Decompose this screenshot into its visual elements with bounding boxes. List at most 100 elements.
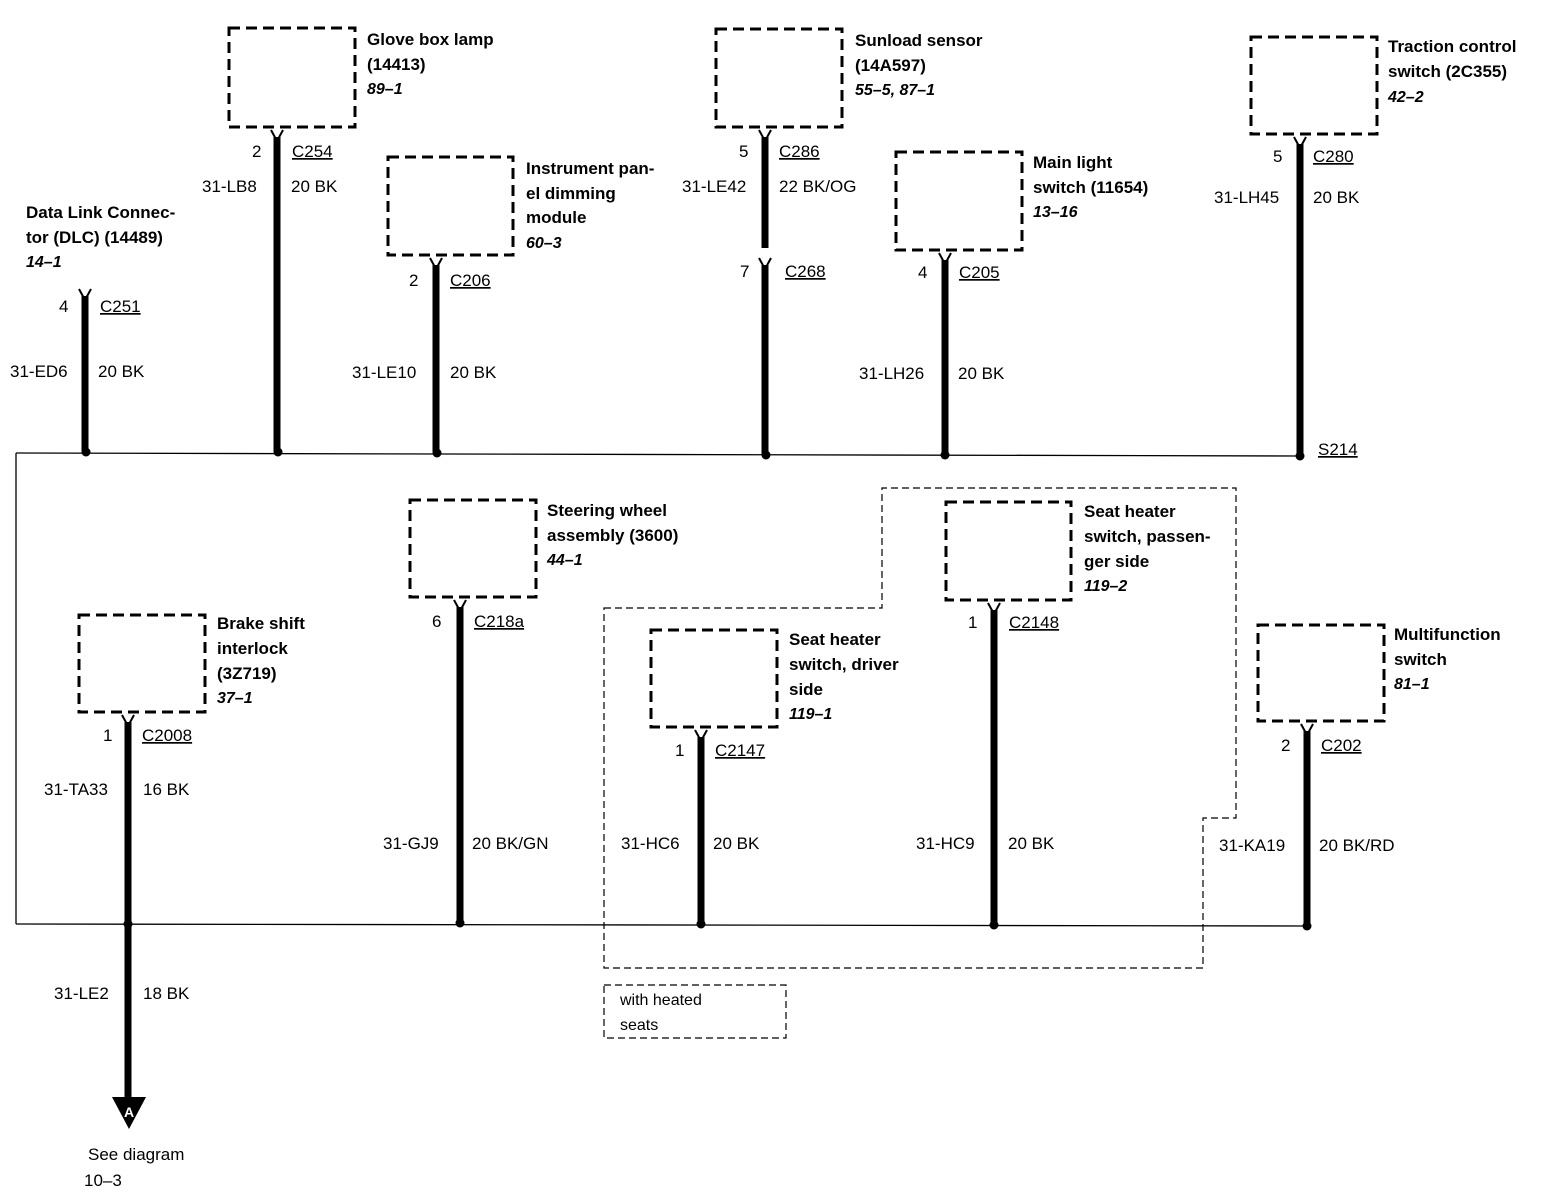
arrow-label: A: [124, 1104, 134, 1120]
component-reference: 119–2: [1084, 578, 1127, 595]
circuit-id: 31-LE10: [352, 363, 416, 382]
circuit-id: 31-LB8: [202, 177, 257, 196]
circuit-id: 31-TA33: [44, 780, 108, 799]
connector-id: C206: [450, 271, 491, 290]
inline-pin-number: 7: [740, 262, 749, 281]
connector-id: C251: [100, 297, 141, 316]
seat-heater-passenger-component: Seat heater switch, passen- ger side 119…: [916, 500, 1211, 930]
component-reference: 119–1: [789, 706, 832, 723]
see-diagram-number: 10–3: [84, 1171, 122, 1190]
component-name: Seat heater: [789, 630, 881, 649]
splice-point: [432, 448, 442, 458]
splice-point: [123, 919, 133, 929]
component-name: Glove box lamp: [367, 30, 494, 49]
component-name: Instrument pan-: [526, 159, 654, 178]
seat-heater-driver-component: Seat heater switch, driver side 119–1 1 …: [621, 628, 899, 929]
wire-spec: 20 BK/GN: [472, 834, 549, 853]
dlc-component: Data Link Connec- tor (DLC) (14489) 14–1…: [10, 203, 175, 457]
splice-point: [696, 919, 706, 929]
component-name: Multifunction: [1394, 625, 1501, 644]
wire-spec: 18 BK: [143, 984, 190, 1003]
circuit-id: 31-ED6: [10, 362, 68, 381]
wire-spec: 20 BK: [958, 364, 1005, 383]
pin-number: 4: [59, 297, 68, 316]
sunload-sensor-component: Sunload sensor (14A597) 55–5, 87–1 5 C28…: [682, 27, 983, 460]
wire-spec: 22 BK/OG: [779, 177, 856, 196]
circuit-id: 31-HC6: [621, 834, 680, 853]
circuit-id: 31-LH45: [1214, 188, 1279, 207]
component-name: Steering wheel: [547, 501, 667, 520]
inline-connector-id: C268: [785, 262, 826, 281]
component-reference: 42–2: [1387, 89, 1424, 106]
pin-number: 5: [1273, 147, 1282, 166]
pin-number: 2: [1281, 736, 1290, 755]
connector-id: C202: [1321, 736, 1362, 755]
component-reference: 14–1: [26, 254, 62, 271]
wire-spec: 20 BK: [291, 177, 338, 196]
circuit-id: 31-LE2: [54, 984, 109, 1003]
pin-number: 1: [968, 613, 977, 632]
circuit-id: 31-GJ9: [383, 834, 439, 853]
pin-number: 1: [103, 726, 112, 745]
component-name: Data Link Connec-: [26, 203, 175, 222]
splice-point: [273, 447, 283, 457]
pin-number: 5: [739, 142, 748, 161]
pin-number: 6: [432, 612, 441, 631]
main-light-switch-component: Main light switch (11654) 13–16 4 C205 3…: [859, 150, 1148, 460]
steering-wheel-component: Steering wheel assembly (3600) 44–1 6 C2…: [383, 498, 678, 928]
splice-point: [455, 918, 465, 928]
wire-spec: 20 BK: [1313, 188, 1360, 207]
component-reference: 44–1: [546, 552, 583, 569]
circuit-id: 31-LH26: [859, 364, 924, 383]
option-note: with heated: [619, 992, 702, 1009]
connector-id: C2148: [1009, 613, 1059, 632]
component-name-2: switch, passen-: [1084, 527, 1211, 546]
wire-spec: 20 BK: [1008, 834, 1055, 853]
see-diagram-text: See diagram: [88, 1145, 184, 1164]
pin-number: 4: [918, 263, 927, 282]
wire-spec: 20 BK: [713, 834, 760, 853]
ground-bus-upper: [15, 452, 1308, 927]
splice-point: [940, 450, 950, 460]
component-name: Seat heater: [1084, 502, 1176, 521]
component-name-3: side: [789, 680, 823, 699]
component-name-3: ger side: [1084, 552, 1149, 571]
component-name: Traction control: [1388, 37, 1516, 56]
circuit-id: 31-LE42: [682, 177, 746, 196]
component-name-2: switch: [1394, 650, 1447, 669]
component-name: Sunload sensor: [855, 31, 983, 50]
splice-point: [81, 447, 91, 457]
circuit-id: 31-HC9: [916, 834, 975, 853]
splice-id: S214: [1318, 440, 1358, 459]
component-name-3: module: [526, 208, 586, 227]
component-part-number: (3Z719): [217, 664, 277, 683]
connector-id: C280: [1313, 147, 1354, 166]
component-part-number: switch (11654): [1033, 178, 1148, 197]
component-part-number: switch (2C355): [1388, 62, 1507, 81]
component-part-number: assembly (3600): [547, 526, 678, 545]
traction-control-switch-component: Traction control switch (2C355) 42–2 5 C…: [1214, 35, 1516, 461]
component-part-number: (14413): [367, 55, 426, 74]
connector-id: C2147: [715, 741, 765, 760]
pin-number: 1: [675, 741, 684, 760]
component-reference: 60–3: [526, 235, 562, 252]
component-reference: 13–16: [1033, 204, 1078, 221]
component-reference: 81–1: [1394, 676, 1430, 693]
connector-id: C205: [959, 263, 1000, 282]
output-connection: 31-LE2 18 BK A See diagram 10–3: [54, 984, 190, 1190]
component-name-2: el dimming: [526, 184, 616, 203]
splice-point: [989, 920, 999, 930]
component-reference: 55–5, 87–1: [855, 82, 935, 99]
ip-dimming-module-component: Instrument pan- el dimming module 60–3 2…: [352, 155, 654, 458]
wire-spec: 20 BK: [450, 363, 497, 382]
pin-number: 2: [252, 142, 261, 161]
component-part-number: (14A597): [855, 56, 926, 75]
multifunction-switch-component: Multifunction switch 81–1 2 C202 31-KA19…: [1219, 623, 1501, 931]
glove-box-lamp-component: Glove box lamp (14413) 89–1 2 C254 31-LB…: [202, 26, 494, 457]
component-reference: 37–1: [217, 690, 253, 707]
splice-point: [761, 450, 771, 460]
splice-point: [1295, 451, 1305, 461]
wire-spec: 16 BK: [143, 780, 190, 799]
heated-seats-option-boundary: with heated seats: [603, 487, 1237, 1039]
